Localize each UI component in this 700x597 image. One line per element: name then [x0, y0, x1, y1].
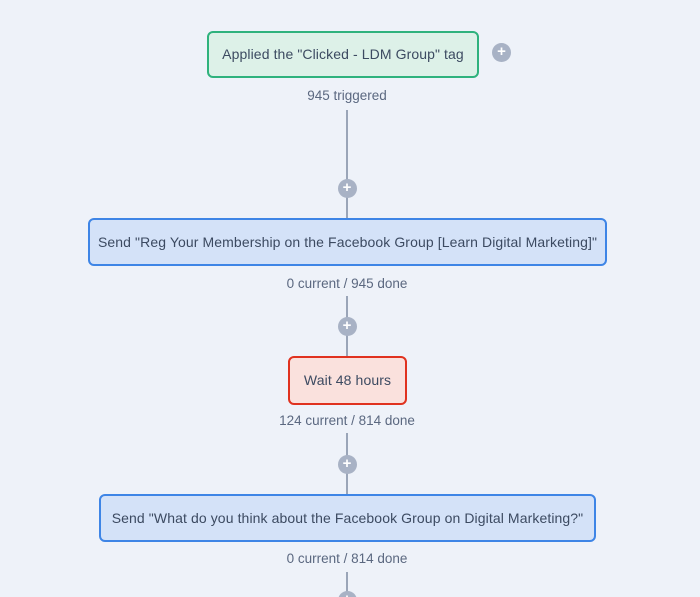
wait-node-stat: 124 current / 814 done [279, 413, 415, 428]
insert-step-button-3[interactable]: + [337, 455, 357, 474]
wait-node[interactable]: Wait 48 hours [288, 356, 407, 405]
plus-icon: + [342, 455, 352, 472]
email-node-2[interactable]: Send "What do you think about the Facebo… [99, 494, 596, 542]
email-node-2-label: Send "What do you think about the Facebo… [111, 509, 584, 526]
insert-step-button-1[interactable]: + [337, 179, 357, 198]
plus-icon: + [342, 179, 352, 196]
connector-line [346, 572, 348, 597]
insert-step-button-4[interactable]: + [337, 591, 357, 597]
connector-line [346, 110, 348, 218]
email-node-1-label: Send "Reg Your Membership on the Faceboo… [97, 233, 598, 250]
email-node-2-stat: 0 current / 814 done [286, 551, 408, 566]
plus-icon: + [343, 592, 352, 597]
insert-step-button-2[interactable]: + [337, 317, 357, 336]
plus-icon: + [342, 317, 352, 334]
email-node-1-stat: 0 current / 945 done [286, 276, 408, 291]
email-node-1[interactable]: Send "Reg Your Membership on the Faceboo… [88, 218, 607, 266]
plus-icon: + [497, 43, 506, 60]
trigger-node-label: Applied the "Clicked - LDM Group" tag [222, 46, 464, 63]
trigger-node[interactable]: Applied the "Clicked - LDM Group" tag [207, 31, 479, 78]
trigger-stat: 945 triggered [307, 88, 387, 103]
add-trigger-button[interactable]: + [492, 43, 511, 62]
wait-node-label: Wait 48 hours [303, 372, 392, 389]
